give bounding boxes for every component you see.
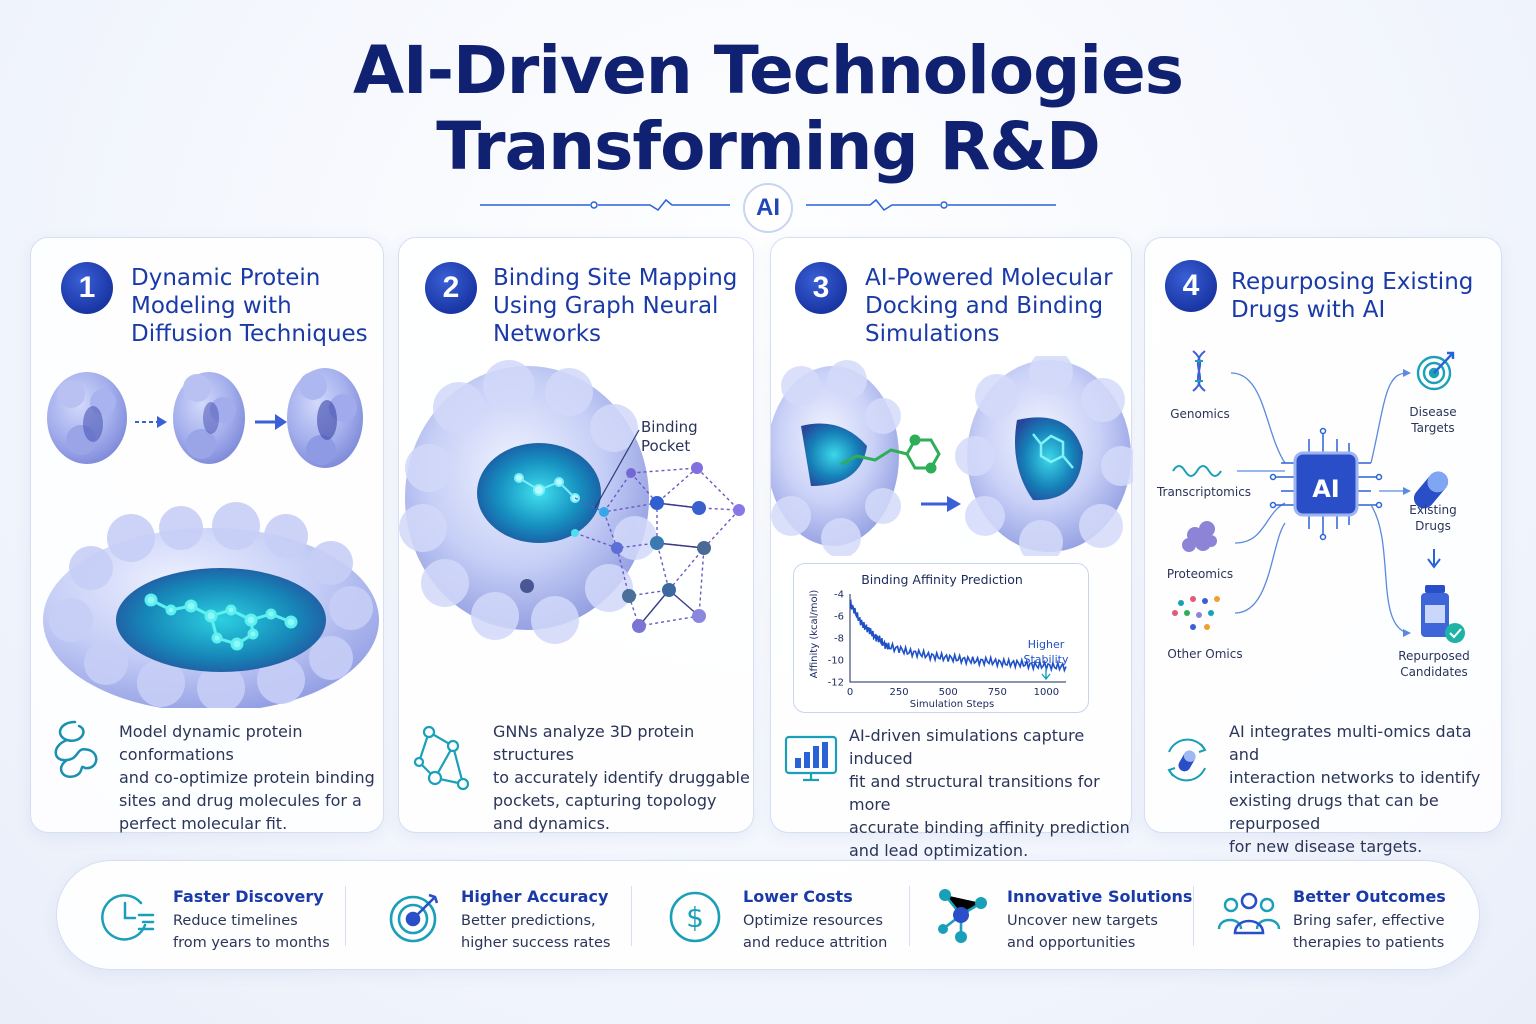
binding-pocket-illustration bbox=[399, 360, 745, 644]
repurposing-diagram bbox=[1172, 350, 1465, 643]
ligand-molecule bbox=[840, 434, 941, 474]
protein-coil-icon bbox=[54, 720, 98, 779]
chart-xtick-label: 250 bbox=[890, 687, 909, 698]
chart-ytick-label: -8 bbox=[834, 634, 844, 645]
protein-unbound bbox=[771, 360, 901, 556]
chart-ytick-label: -12 bbox=[828, 678, 844, 689]
protein-small-1 bbox=[47, 372, 127, 464]
page-title-line1: AI-Driven Technologies bbox=[352, 32, 1184, 109]
panel-2-number: 2 bbox=[425, 262, 477, 314]
protein-small-3 bbox=[287, 368, 363, 468]
cycle-pill-icon bbox=[1167, 738, 1207, 782]
benefit-innovative-solutions: Innovative Solutions Uncover new targets… bbox=[931, 861, 1201, 971]
panel-1-number: 1 bbox=[61, 262, 113, 314]
header-divider bbox=[480, 198, 1056, 211]
docking-illustration bbox=[771, 356, 1133, 556]
ai-badge: AI bbox=[743, 183, 793, 233]
affinity-chart: Binding Affinity Prediction Affinity (kc… bbox=[793, 563, 1089, 713]
dna-icon bbox=[1192, 350, 1206, 392]
annotation-arrow bbox=[1041, 668, 1051, 681]
chart-annotation-2: Stability bbox=[1023, 653, 1069, 666]
pill-icon bbox=[1413, 471, 1449, 509]
people-icon bbox=[1217, 892, 1281, 935]
chart-axis-lines bbox=[849, 594, 1066, 683]
target-icon bbox=[389, 893, 439, 943]
chart-xtick-label: 0 bbox=[847, 687, 853, 698]
chart-annotation: Higher bbox=[1028, 638, 1065, 651]
dots-icon bbox=[1172, 596, 1220, 630]
input-proteomics: Proteomics bbox=[1166, 567, 1234, 581]
protein-cluster-icon bbox=[1182, 521, 1217, 552]
panel-3-number: 3 bbox=[795, 262, 847, 314]
page-title-line2: Transforming R&D bbox=[436, 108, 1101, 185]
chart-xtick-label: 750 bbox=[988, 687, 1007, 698]
vial-icon bbox=[1421, 585, 1465, 643]
affinity-chart-svg: Binding Affinity Prediction Affinity (kc… bbox=[809, 572, 1069, 710]
clock-icon bbox=[101, 894, 155, 941]
svg-text:$: $ bbox=[686, 901, 704, 934]
benefit-higher-accuracy: Higher Accuracy Better predictions,highe… bbox=[385, 861, 645, 971]
chart-xlabel: Simulation Steps bbox=[910, 699, 994, 710]
protein-bound bbox=[955, 356, 1133, 556]
input-genomics: Genomics bbox=[1170, 407, 1230, 421]
protein-small-2 bbox=[173, 372, 245, 464]
chart-axes bbox=[849, 594, 1066, 683]
chart-ylabel: Affinity (kcal/mol) bbox=[809, 590, 820, 679]
input-other-omics: Other Omics bbox=[1167, 647, 1243, 661]
ai-chip-label: AI bbox=[1312, 475, 1340, 503]
chart-series-line bbox=[849, 598, 1067, 673]
bar-chart-monitor-icon bbox=[784, 735, 838, 782]
chart-xtick-label: 1000 bbox=[1034, 687, 1059, 698]
chart-ytick-label: -10 bbox=[828, 656, 844, 667]
waveform-icon bbox=[1172, 465, 1222, 477]
dollar-icon: $ bbox=[669, 891, 721, 943]
ai-chip bbox=[1269, 427, 1383, 541]
panel-4-number: 4 bbox=[1165, 260, 1217, 312]
chart-xtick-label: 500 bbox=[939, 687, 958, 698]
chart-ytick-label: -6 bbox=[834, 612, 844, 623]
input-transcriptomics: Transcriptomics bbox=[1156, 485, 1252, 499]
protein-large-pocket bbox=[43, 502, 379, 708]
chart-ytick-label: -4 bbox=[834, 590, 844, 601]
target-icon-output bbox=[1416, 351, 1455, 391]
protein-conformations-illustration bbox=[43, 368, 379, 708]
graph-network-icon bbox=[413, 725, 470, 791]
chart-title: Binding Affinity Prediction bbox=[861, 572, 1023, 587]
molecule-icon bbox=[938, 889, 987, 943]
